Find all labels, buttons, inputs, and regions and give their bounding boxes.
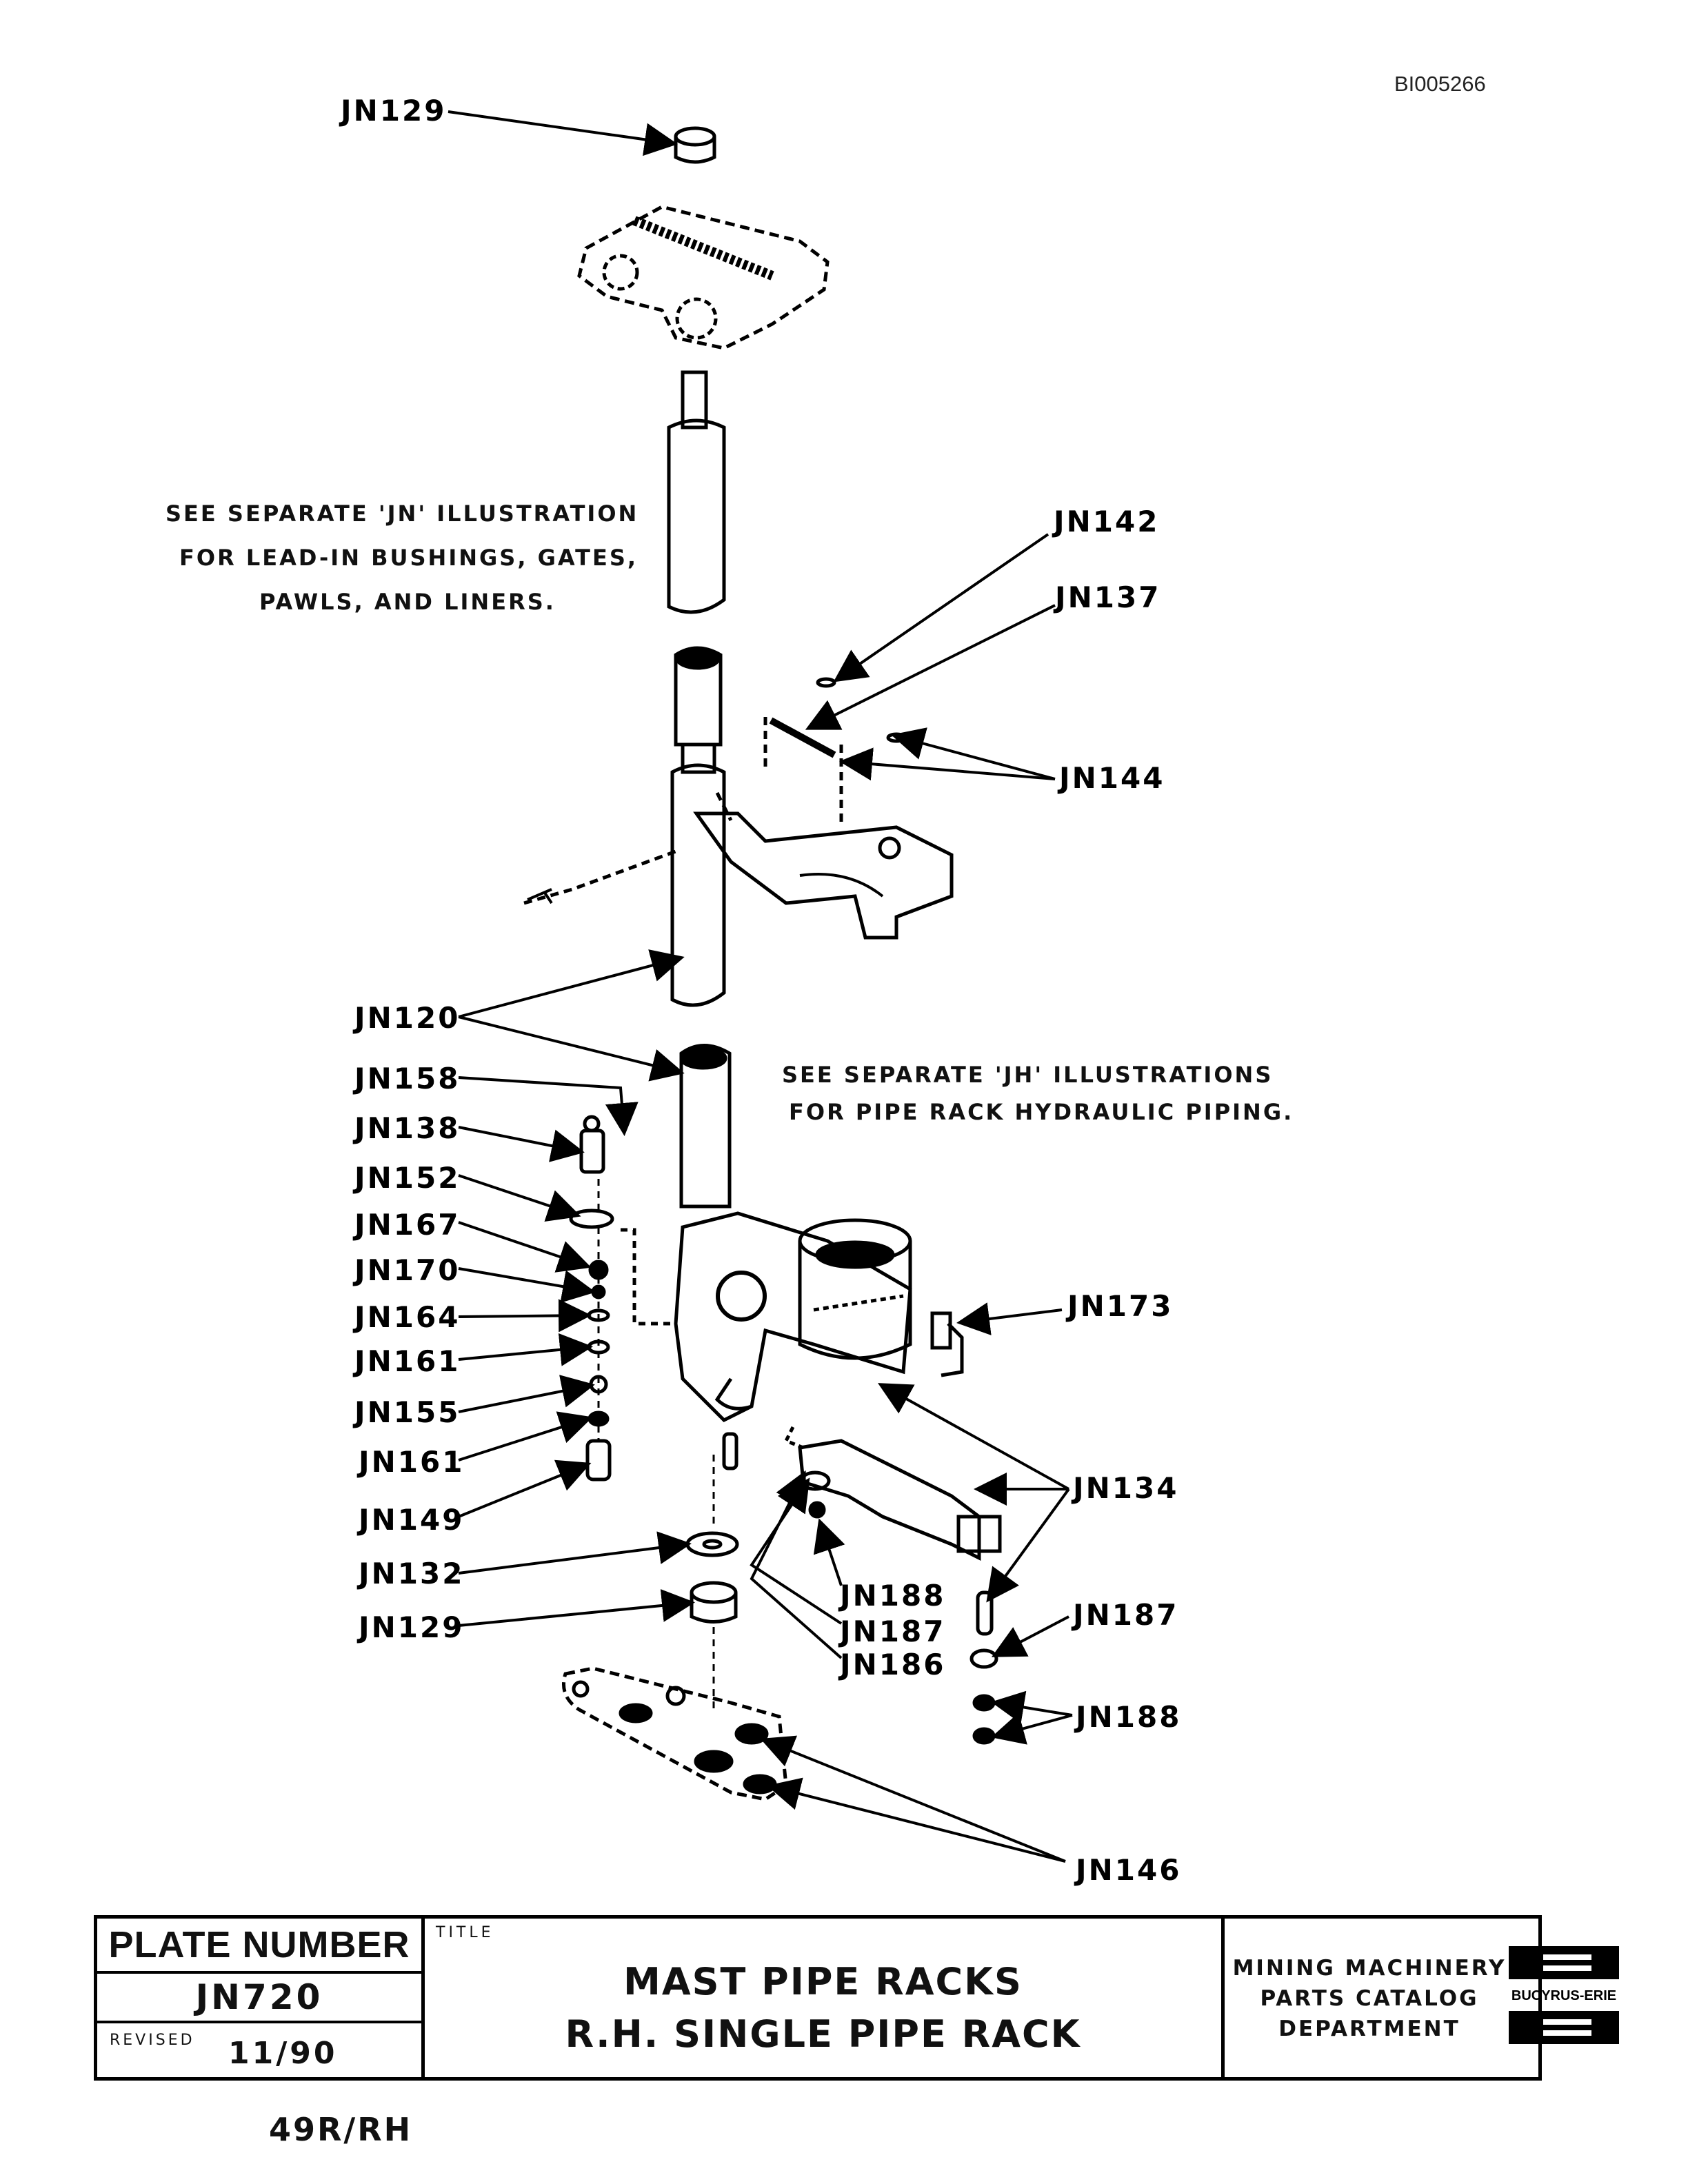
note-jn-line2: FOR LEAD-IN BUSHINGS, GATES,	[179, 545, 639, 571]
callout-jn158: JN158	[354, 1062, 461, 1095]
callout-jn134: JN134	[1073, 1471, 1179, 1505]
sleeve-part	[585, 1439, 612, 1482]
dept-line-1: MINING MACHINERY	[1232, 1956, 1507, 1981]
middle-mast-tube	[670, 763, 726, 1007]
dept-line-3: DEPARTMENT	[1278, 2016, 1460, 2041]
callout-jn173: JN173	[1067, 1289, 1174, 1323]
callout-jn187-left: JN187	[840, 1615, 946, 1648]
callout-jn152: JN152	[354, 1161, 461, 1195]
callout-jn144: JN144	[1059, 761, 1165, 795]
callout-jn142: JN142	[1054, 505, 1160, 538]
lower-bushing-part	[690, 1581, 738, 1604]
title-label: TITLE	[436, 1924, 494, 1941]
callout-jn188-left: JN188	[840, 1579, 946, 1612]
document-id: BI005266	[1394, 72, 1486, 96]
callout-jn161-upper: JN161	[354, 1344, 461, 1378]
callout-jn129-top: JN129	[341, 94, 447, 128]
upper-bracket-part	[577, 205, 830, 350]
bracket-part	[930, 1311, 952, 1350]
callout-jn149: JN149	[359, 1503, 465, 1537]
model-code: 49R/RH	[269, 2111, 413, 2148]
top-bushing-part	[674, 126, 716, 147]
note-jh-line1: SEE SEPARATE 'JH' ILLUSTRATIONS	[782, 1062, 1274, 1088]
title-line-1: MAST PIPE RACKS	[623, 1960, 1023, 2003]
base-plate-part	[562, 1666, 788, 1801]
callout-jn170: JN170	[354, 1253, 461, 1287]
title-block: PLATE NUMBER JN720 REVISED 11/90 TITLE M…	[94, 1915, 1619, 2081]
note-jn-line3: PAWLS, AND LINERS.	[259, 589, 556, 615]
hydraulic-cylinder-part	[798, 1439, 981, 1561]
callout-jn187-right: JN187	[1073, 1598, 1179, 1632]
callout-jn161-lower: JN161	[359, 1445, 465, 1479]
callout-jn129-bottom: JN129	[359, 1610, 465, 1644]
callout-jn164: JN164	[354, 1300, 461, 1334]
upper-shaft-stub	[681, 370, 708, 429]
plate-number-value: JN720	[195, 1977, 323, 2017]
callout-jn137: JN137	[1055, 580, 1161, 614]
washer-part	[685, 1531, 739, 1557]
latch-plate-part	[693, 811, 954, 940]
callout-jn188-right: JN188	[1076, 1700, 1182, 1734]
callout-jn186: JN186	[840, 1648, 946, 1681]
callout-jn146: JN146	[1076, 1853, 1182, 1887]
bucyrus-erie-logo: BUCYRUS-ERIE	[1509, 1946, 1619, 2044]
note-jn-line1: SEE SEPARATE 'JN' ILLUSTRATION	[165, 501, 639, 527]
valve-part	[579, 1129, 605, 1174]
department-section: MINING MACHINERY PARTS CATALOG DEPARTMEN…	[1225, 1919, 1619, 2077]
plate-number-label: PLATE NUMBER	[108, 1924, 410, 1965]
upper-mast-tube	[667, 418, 726, 614]
title-line-2: R.H. SINGLE PIPE RACK	[565, 2012, 1081, 2056]
note-jh-line2: FOR PIPE RACK HYDRAULIC PIPING.	[789, 1099, 1294, 1125]
plate-section: PLATE NUMBER JN720 REVISED 11/90	[97, 1919, 425, 2077]
revised-date: 11/90	[228, 2036, 338, 2071]
callout-jn138: JN138	[354, 1111, 461, 1145]
logo-text: BUCYRUS-ERIE	[1511, 1988, 1616, 2003]
revised-label: REVISED	[110, 2032, 195, 2049]
title-section: TITLE MAST PIPE RACKS R.H. SINGLE PIPE R…	[425, 1919, 1225, 2077]
callout-jn167: JN167	[354, 1208, 461, 1242]
callout-jn120: JN120	[354, 1001, 461, 1035]
dept-line-2: PARTS CATALOG	[1260, 1986, 1479, 2011]
callout-jn155: JN155	[354, 1395, 461, 1429]
lower-arm-part	[674, 1211, 912, 1423]
callout-jn132: JN132	[359, 1557, 465, 1590]
